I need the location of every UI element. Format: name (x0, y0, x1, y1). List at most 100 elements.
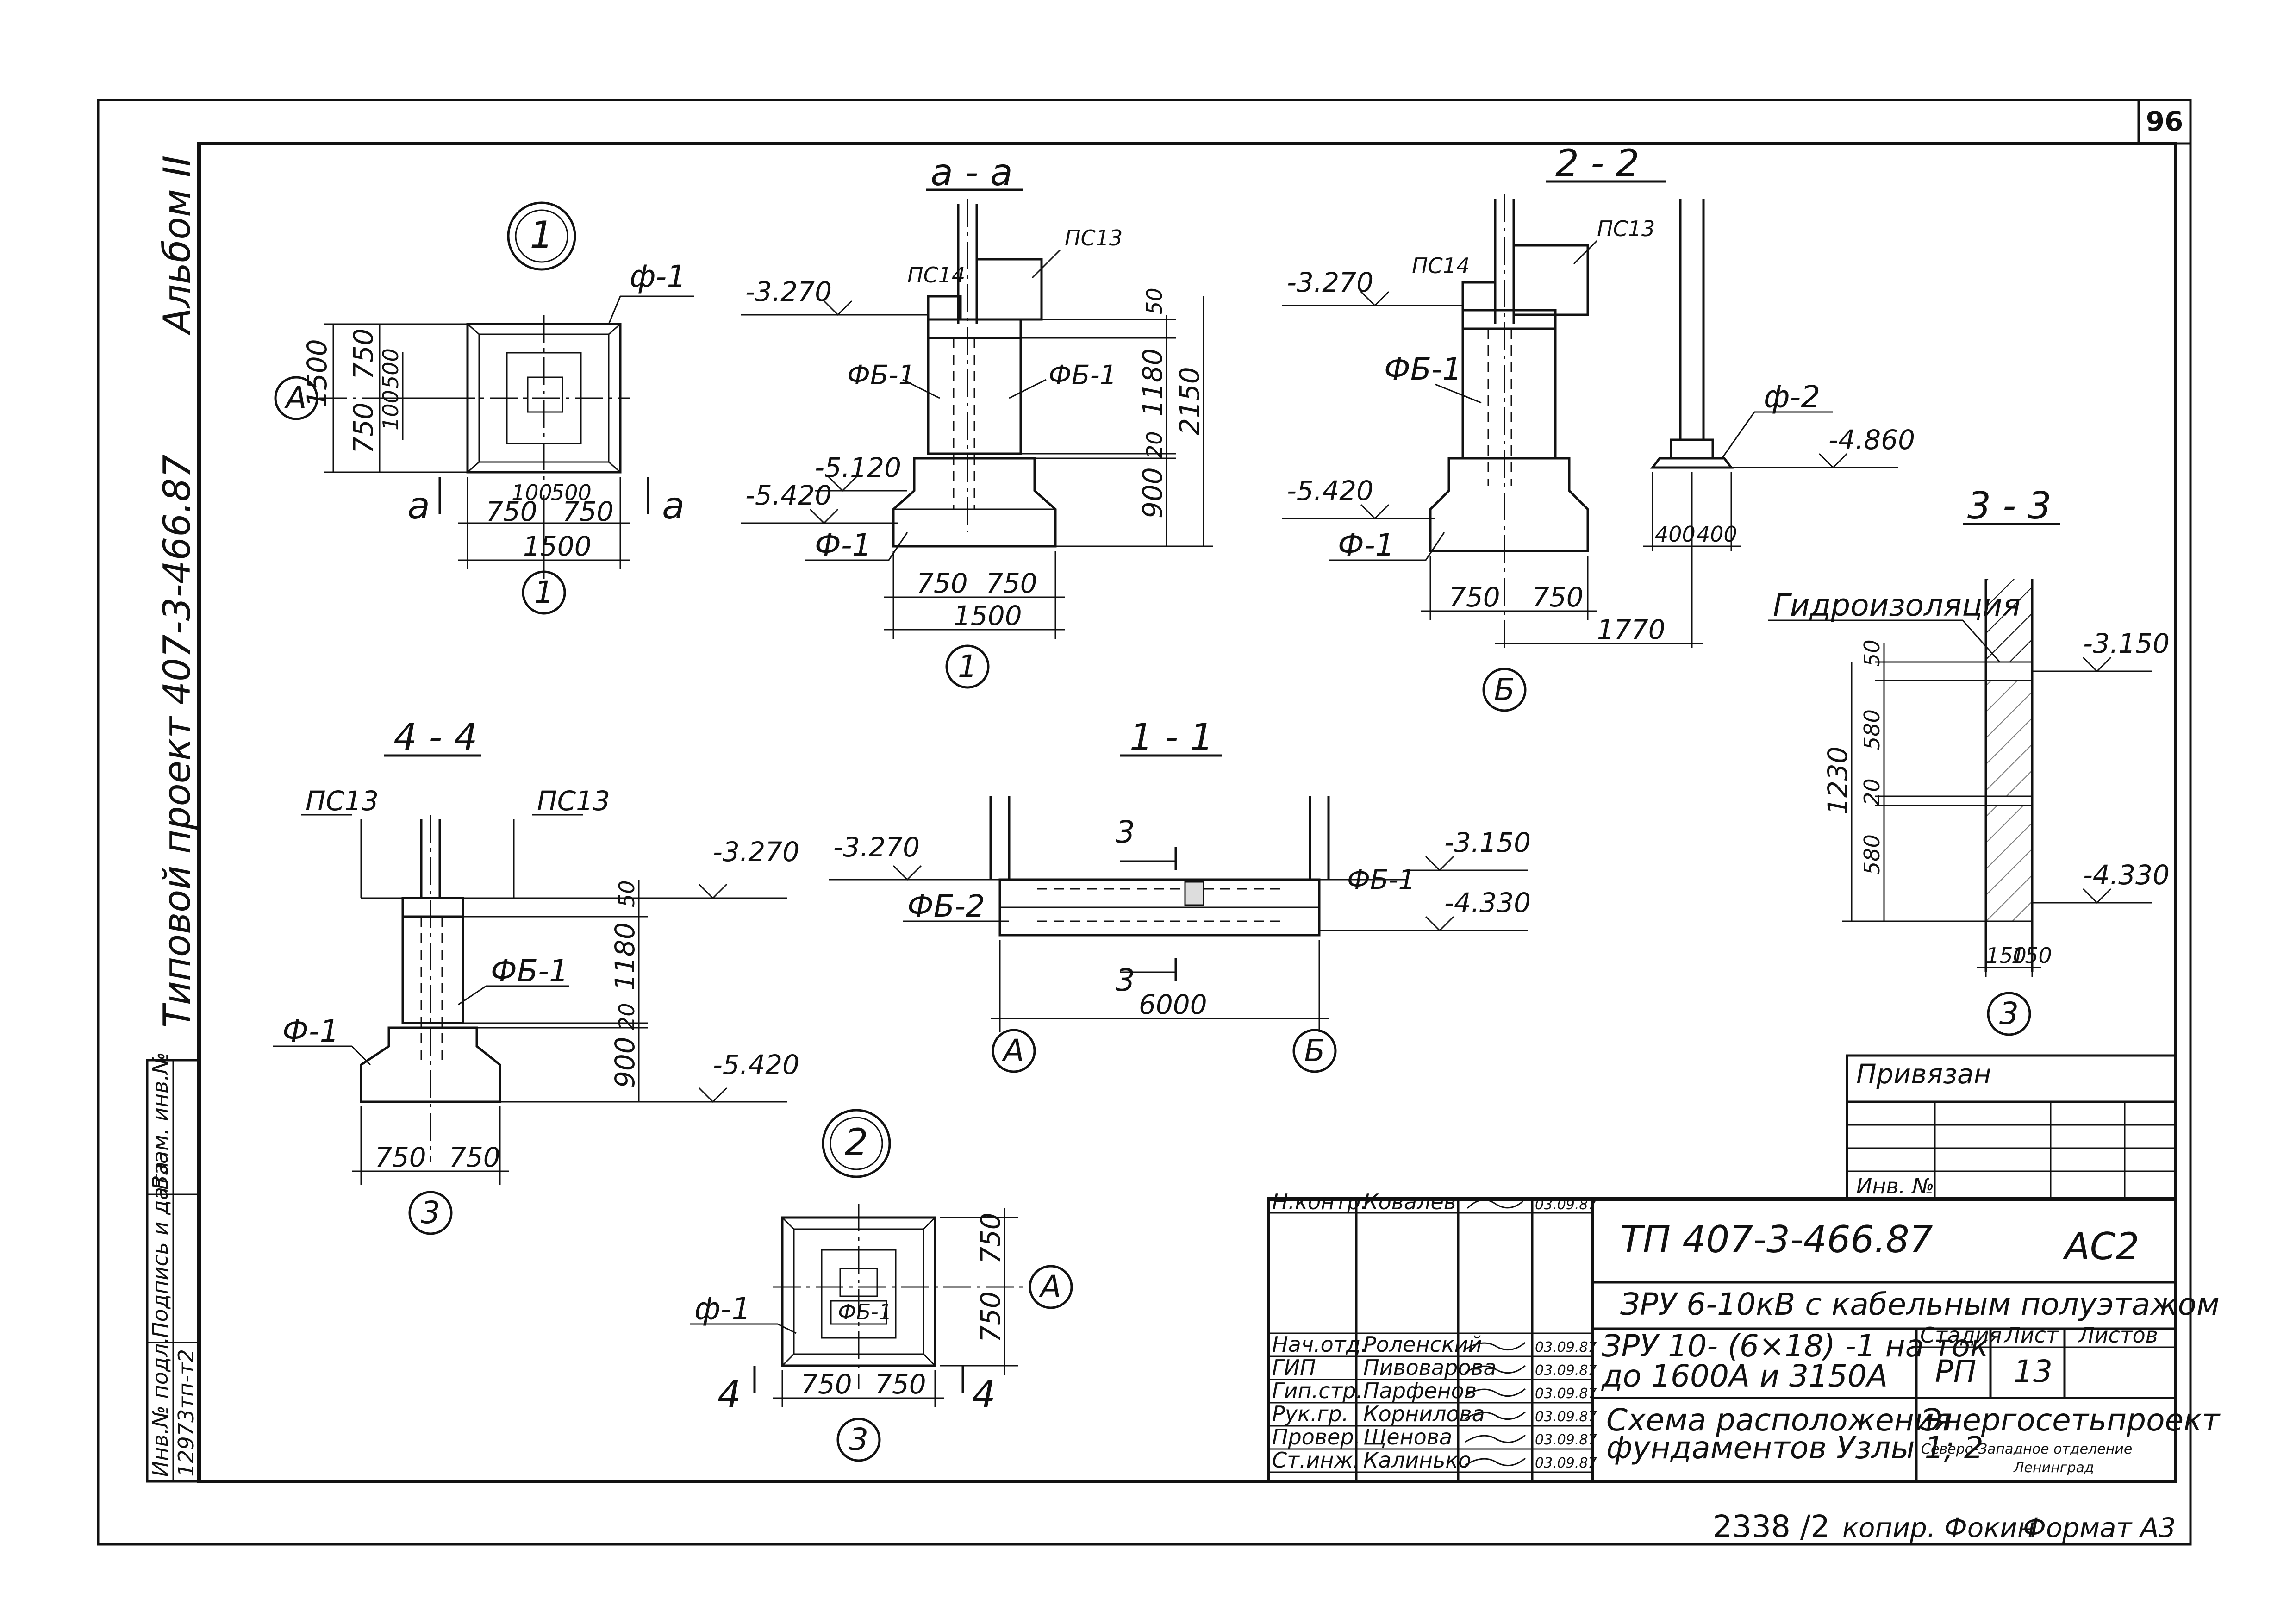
node-2-axis-3: 3 (849, 1422, 868, 1457)
section-11-el-3270: -3.270 (833, 831, 920, 863)
section-aa-dim-750a: 750 (917, 568, 968, 599)
tb-role-3: Нач.отд. (1272, 1332, 1367, 1357)
node-2-marker: 2 (845, 1121, 868, 1164)
section-33-el-4330: -4.330 (2083, 859, 2170, 891)
node-2-dim-750v-b: 750 (975, 1291, 1006, 1343)
section-44-axis-3: 3 (421, 1195, 440, 1230)
node-2-plan: 2 ФБ-1 А ф-1 750 750 4 4 750 750 3 (690, 1109, 1073, 1462)
tb-date-6: 03.09.87 (1535, 1409, 1597, 1425)
section-22-dim-750a: 750 (1449, 581, 1500, 613)
node-2-f1: ф-1 (694, 1291, 751, 1327)
node-1-section-a-right: a (662, 484, 685, 527)
section-aa-dim-750b: 750 (986, 568, 1037, 599)
section-44-dim-750a: 750 (375, 1142, 426, 1173)
section-11-el-3150: -3.150 (1444, 827, 1531, 858)
node-1-dim-750v-b: 750 (348, 402, 379, 454)
section-22-f1: Ф-1 (1338, 527, 1395, 563)
section-11: 1 - 1 3 3 -3.270 ФБ-2 ФБ-1 -3.150 -4.330… (829, 716, 1531, 1073)
section-22-el-3270: -3.270 (1287, 267, 1373, 298)
section-33-el-3150: -3.150 (2083, 628, 2170, 659)
node-1-dim-1500h: 1500 (523, 531, 592, 562)
section-44-fb1: ФБ-1 (491, 953, 568, 989)
node-1-dim-100h: 100 (512, 480, 552, 505)
tb-role-4: ГИП (1272, 1355, 1316, 1380)
section-44-dim-1180: 1180 (609, 922, 641, 991)
section-aa-f1: Ф-1 (815, 527, 872, 563)
stamp-replace: Взам. инв.№ (148, 1052, 173, 1190)
section-33-dim-150a: 150 (1986, 943, 2027, 968)
section-aa-fb1-left: ФБ-1 (847, 359, 916, 391)
signature-6 (1465, 1411, 1526, 1420)
section-aa-dim-1180: 1180 (1137, 348, 1168, 417)
section-44-dim-750b: 750 (449, 1142, 500, 1173)
tb-date-0: 03.09.87 (1535, 1197, 1597, 1213)
footer: 2338 /2 копир. Фокин Формат А3 (1713, 1509, 2176, 1544)
section-aa-el-3270: -3.270 (745, 276, 832, 307)
section-33-dim-20: 20 (1859, 778, 1884, 806)
tb-org-sub1: Северо-Западное отделение (1921, 1441, 2132, 1457)
sheet-frame: 96 (97, 99, 2192, 1546)
node-2-fb1: ФБ-1 (838, 1299, 892, 1324)
section-44-f1: Ф-1 (282, 1013, 339, 1049)
section-aa-el-5420: -5.420 (745, 480, 832, 511)
section-22-title: 2 - 2 (1555, 142, 1640, 185)
tb-sheets-h: Листов (2078, 1323, 2158, 1348)
tb-stage: РП (1935, 1354, 1976, 1389)
section-aa-dim-20: 20 (1142, 431, 1167, 458)
section-11-axis-a: А (1001, 1033, 1024, 1068)
tb-name-0: Ковалев (1363, 1189, 1456, 1214)
section-11-cut-bottom: 3 (1116, 962, 1135, 998)
section-aa-dim-2150: 2150 (1174, 367, 1205, 435)
section-aa-pc14: ПС14 (907, 262, 965, 287)
tb-sheet: 13 (2014, 1354, 2053, 1389)
section-44-dim-50: 50 (614, 880, 639, 907)
section-22: 2 - 2 ПС14 ПС13 ФБ-1 -3.270 -5.420 Ф-1 ф… (1282, 142, 1915, 712)
footer-format: Формат А3 (2023, 1512, 2176, 1543)
section-33: 3 - 3 Гидроизоляция -3.150 -4.330 50 580… (1768, 484, 2170, 1036)
tb-date-5: 03.09.87 (1535, 1386, 1597, 1402)
section-11-fb2: ФБ-2 (907, 888, 985, 924)
section-22-axis-b: Б (1494, 672, 1515, 707)
signature-8 (1465, 1457, 1526, 1467)
tb-drawing-title-1: Схема расположения (1606, 1402, 1953, 1438)
section-22-f2: ф-2 (1764, 379, 1820, 415)
tb-role-8: Ст.инж. (1272, 1448, 1360, 1473)
node-1-dim-750h-b: 750 (562, 496, 614, 527)
binding-box: Привязан Инв. № (1846, 1054, 2177, 1200)
tb-date-8: 03.09.87 (1535, 1455, 1597, 1471)
tb-org: Энергосетьпроект (1921, 1402, 2221, 1438)
node-2-cut-left: 4 (718, 1373, 741, 1416)
section-33-dim-1230: 1230 (1822, 746, 1853, 815)
section-44: 4 - 4 ПС13 ПС13 ФБ-1 Ф-1 -3.270 -5.420 5… (273, 716, 799, 1235)
section-11-dim-6000: 6000 (1139, 989, 1207, 1020)
section-aa-dim-900: 900 (1137, 467, 1168, 518)
tb-name-8: Калинько (1363, 1448, 1471, 1473)
section-22-dim-400a: 400 (1655, 522, 1696, 547)
section-aa-axis-1: 1 (958, 649, 977, 684)
tb-org-sub2: Ленинград (2013, 1460, 2094, 1476)
section-22-dim-1770: 1770 (1597, 614, 1666, 645)
section-33-axis-3: 3 (1999, 996, 2019, 1031)
node-2-dim-750h-b: 750 (875, 1368, 926, 1400)
section-11-el-4330: -4.330 (1444, 887, 1531, 918)
section-33-dim-580a: 580 (1859, 709, 1884, 750)
section-aa: а - а ПС14 ПС13 ФБ-1 ФБ-1 -3.270 -5.120 … (741, 151, 1213, 689)
section-44-title: 4 - 4 (393, 716, 478, 759)
node-1-axis-1: 1 (534, 575, 554, 610)
tb-name-3: Роленский (1363, 1332, 1482, 1357)
node-1-section-a-left: a (407, 484, 430, 527)
page-number: 96 (2146, 106, 2184, 137)
section-22-fb1: ФБ-1 (1384, 351, 1462, 387)
stamp-signature: Подпись и дата (148, 1162, 173, 1338)
tb-object: ЗРУ 6-10кВ с кабельным полуэтажом (1620, 1287, 2220, 1322)
section-33-dim-580b: 580 (1859, 834, 1884, 875)
section-22-dim-750b: 750 (1532, 581, 1584, 613)
binding-title: Привязан (1856, 1058, 1991, 1090)
tb-stage-h: Стадия (1920, 1323, 2002, 1348)
section-aa-title: а - а (930, 151, 1013, 194)
section-aa-dim-1500: 1500 (954, 600, 1022, 631)
section-22-el-5420: -5.420 (1287, 475, 1373, 506)
tb-mark: АС2 (2062, 1225, 2139, 1268)
binding-inv: Инв. № (1856, 1174, 1934, 1199)
